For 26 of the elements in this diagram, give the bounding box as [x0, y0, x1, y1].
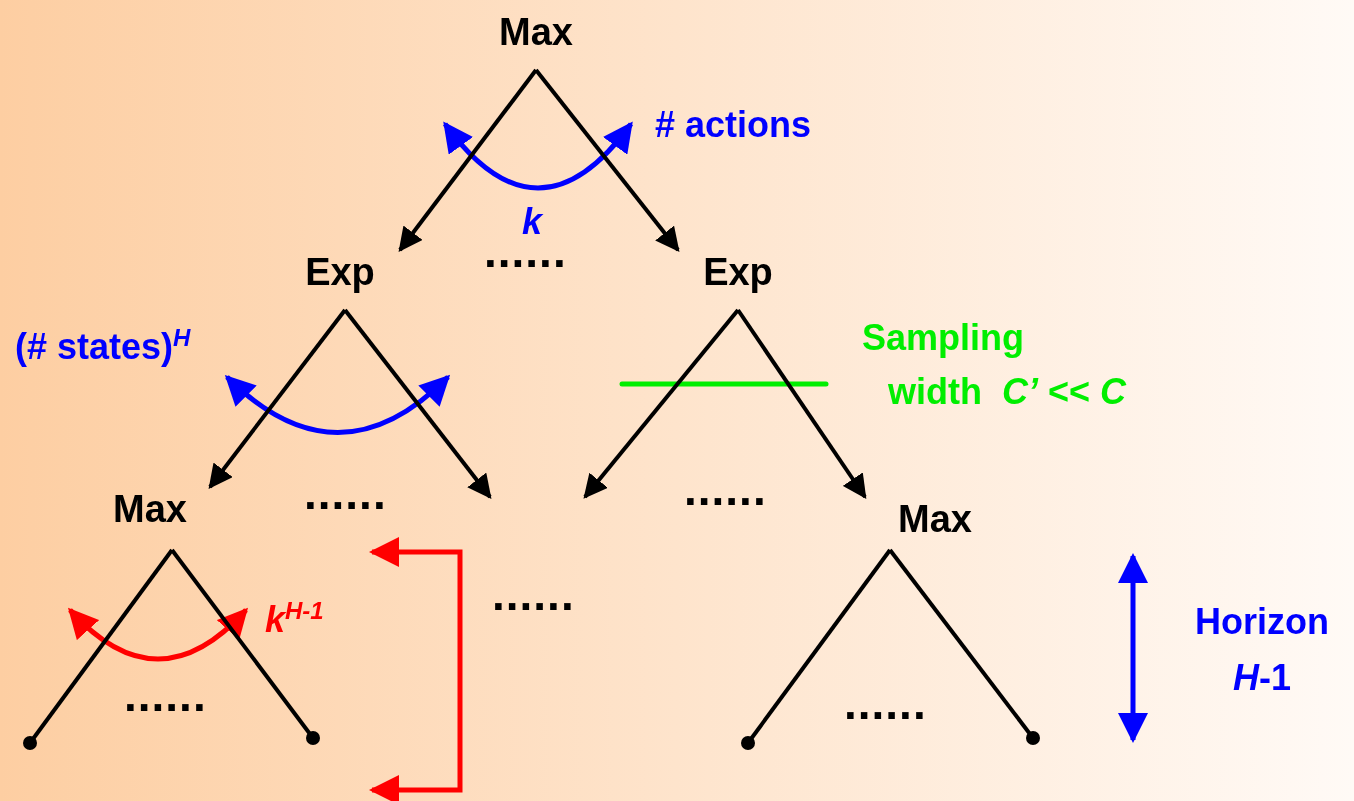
tree-node-label: Max — [486, 10, 586, 70]
ellipsis-text: ...... — [304, 470, 387, 516]
ellipsis-text: ...... — [492, 571, 575, 617]
tree-branch-line — [23, 548, 174, 750]
ellipsis-text: ...... — [844, 680, 927, 726]
tree-node-label: Max — [865, 497, 1005, 550]
tree-node-label: Max — [90, 487, 210, 550]
ellipsis-text: ...... — [124, 672, 207, 718]
annotation-text: width C’ << C — [888, 370, 1127, 414]
tree-node-label: Exp — [678, 250, 798, 310]
arrow — [583, 308, 740, 499]
annotation-text: Sampling — [862, 316, 1025, 360]
annotation-text: Horizon H-1 — [1194, 600, 1330, 700]
arrow — [398, 68, 538, 252]
arrow — [208, 308, 347, 489]
tree-branch-line — [170, 548, 320, 745]
arrow — [343, 308, 492, 499]
tree-branch-line — [888, 548, 1040, 745]
annotation-text: (# states)$^{H}$ — [15, 323, 191, 369]
annotation-text: k$^{H-1}$ — [265, 596, 324, 642]
tree-node-label: Exp — [280, 250, 400, 310]
arrow — [534, 68, 680, 252]
ellipsis-text: ...... — [684, 466, 767, 512]
annotation-text: # actions — [655, 103, 812, 147]
arrow — [736, 308, 867, 499]
tree-branch-line — [741, 548, 892, 750]
